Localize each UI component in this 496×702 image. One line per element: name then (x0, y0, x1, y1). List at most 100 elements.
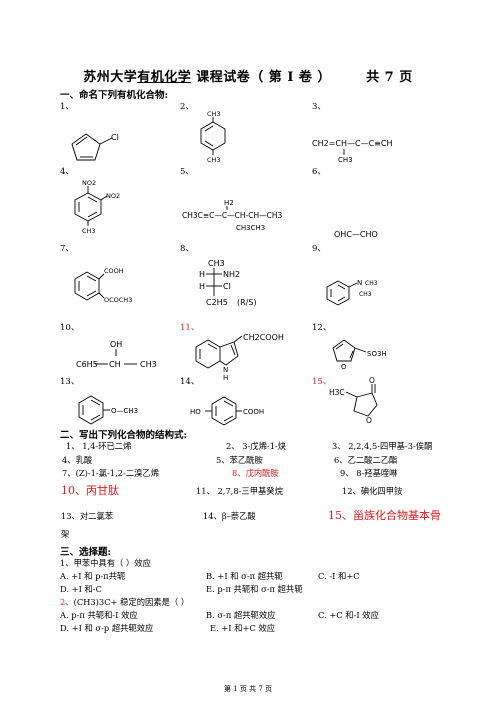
q2-opt-e: E. +I 和+C 效应 (210, 623, 276, 633)
s10-oh: OH (110, 340, 122, 349)
s12-so3h: SO3H (367, 350, 387, 358)
s10-ch: CH (109, 360, 121, 369)
s8-cl: Cl (223, 282, 231, 291)
q11-number: 11、 (180, 323, 200, 333)
q14-number: 14、 (180, 377, 200, 387)
structure-7 (74, 271, 105, 301)
page-title: 苏州大学有机化学 课程试卷（ 第 I 卷 ） 共 7 页 (0, 66, 496, 85)
q5-number: 5、 (180, 167, 194, 177)
structures-layer: Cl CH3 CH3 CH2=CH—C—C≡CH CH3 NO2 NO2 CH3… (71, 110, 392, 426)
s2-ch3-top: CH3 (207, 110, 221, 118)
structure-13 (78, 395, 110, 425)
structure-4 (74, 186, 108, 226)
s15-o1: O (369, 376, 375, 385)
s3-ch3: CH3 (338, 156, 353, 164)
s4-ch3: CH3 (82, 227, 96, 235)
structure-2 (200, 117, 226, 155)
q2-text: 2、(CH3)3C+ 稳定的因素是（ ） (60, 596, 189, 608)
q9-number: 9、 (312, 244, 326, 254)
s15-h3c: H3C (329, 388, 345, 397)
s7-ococh3: OCOCH3 (104, 296, 132, 304)
s2-r2-c3: 6、乙二酸二乙酯 (334, 455, 398, 465)
s6: OHC—CHO (334, 230, 378, 239)
structure-1 (71, 133, 113, 161)
structure-12 (332, 339, 367, 362)
s1-cl: Cl (111, 133, 119, 142)
q1-opt-d: D. +I 和-C (60, 584, 102, 594)
s12-o: O (341, 363, 347, 371)
s4-no2a: NO2 (82, 179, 96, 187)
q4-number: 4、 (60, 167, 74, 177)
section2-heading: 二、写出下列化合物的结构式: (60, 430, 188, 441)
title-pages: 共 7 页 (366, 70, 413, 85)
s8-nh2: NH2 (223, 270, 240, 279)
s2-r1-c2: 2、 3-戊烯-1-炔 (226, 441, 287, 451)
s2-r5-c1: 13、对二氯苯 (61, 511, 114, 521)
s10-ch3: CH3 (140, 360, 157, 369)
s8-rs: (R/S) (237, 298, 257, 307)
s5-main: CH3C≡C—C—CH-CH—CH3 (182, 211, 282, 220)
q3-number: 3、 (312, 102, 326, 112)
s2-r2-c1: 4、乳酸 (62, 455, 93, 465)
q2-opt-b: B. σ-π 超共轭效应 (206, 610, 276, 620)
structure-14 (205, 396, 242, 426)
title-school: 苏州大学 (83, 70, 138, 85)
s15-o2: O (366, 416, 372, 425)
q8-number: 8、 (180, 244, 194, 254)
s7-cooh: COOH (104, 267, 124, 275)
q1-opt-e: E. p-π 共轭和 σ-π 超共轭 (206, 584, 303, 594)
s11-h: H (223, 374, 228, 382)
section1-heading: 一、命名下列有机化合物: (60, 90, 169, 101)
q1-opt-b: B. +I 和 σ-π 超共轭 (206, 571, 283, 581)
structure-11 (195, 335, 243, 369)
s9-ch3a: CH3 (365, 280, 378, 287)
q2-body: (CH3)3C+ 稳定的因素是（ ） (73, 597, 190, 607)
q2-opt-c: C. +C 和-I 效应 (318, 610, 379, 620)
s3-main: CH2=CH—C—C≡CH (312, 139, 392, 148)
structure-8 (206, 268, 222, 296)
s9-n: N (357, 279, 362, 287)
s2-r4-c1: 10、丙甘肽 (61, 482, 119, 498)
q6-number: 6、 (312, 167, 326, 177)
s2-r4-c3: 12、碘化四甲铵 (342, 486, 403, 496)
s2-ch3-bot: CH3 (207, 156, 221, 164)
s2-r1-c1: 1、 1,4-环已二烯 (66, 441, 132, 451)
s2-r5-c2: 14、β–萘乙酸 (203, 511, 256, 521)
s14-cooh: COOH (243, 408, 264, 416)
s10-c6h5: C6H5 (76, 360, 98, 369)
s11-n: N (223, 366, 228, 374)
q12-number: 12、 (312, 323, 332, 333)
s13: O—CH3 (111, 407, 138, 415)
s2-r5-cont: 架 (61, 529, 70, 539)
q2-opt-a: A. p-π 共轭和-I 效应 (60, 610, 138, 620)
q2-num: 2、 (60, 597, 74, 607)
s5-sub: CH3CH3 (236, 224, 265, 232)
q7-number: 7、 (60, 244, 74, 254)
s2-r3-c2: 8、戊内酰胺 (232, 468, 279, 478)
q1-text: 1、甲苯中具有（ ）效应 (60, 558, 151, 568)
s2-r1-c3: 3、 2,2,4,5-四甲基-3-俟酮 (332, 441, 433, 451)
s14-ho: HO (190, 408, 201, 416)
s8-h1: H (199, 270, 205, 279)
s11-side: CH2COOH (243, 333, 284, 342)
s4-no2b: NO2 (106, 192, 120, 200)
q10-number: 10、 (60, 323, 80, 333)
structure-15 (345, 384, 378, 417)
page-footer: 第 1 页 共 7 页 (223, 685, 273, 693)
q2-opt-d: D. +I 和 σ-p 超共轭效应 (60, 623, 154, 633)
q1-number: 1、 (60, 102, 74, 112)
s5-h2: H2 (224, 199, 234, 207)
s2-r3-c1: 7、(Z)-1-氯-1,2-二溴乙烯 (62, 468, 159, 478)
s2-r4-c2: 11、 2,7,8-三甲基癸烷 (196, 486, 283, 496)
q13-number: 13、 (60, 377, 80, 387)
s8-ch3: CH3 (208, 259, 225, 268)
q1-opt-a: A. +I 和 p-π共轭 (60, 571, 126, 581)
q1-opt-c: C. -I 和+C (318, 571, 360, 581)
s2-r4-c1-text: 10、丙甘肽 (61, 484, 119, 497)
section3-heading: 三、选择题: (60, 547, 112, 558)
s9-ch3b: CH3 (359, 291, 372, 298)
title-course: 有机化学 (137, 70, 192, 85)
q2-number: 2、 (180, 102, 194, 112)
title-paper: 课程试卷（ 第 I 卷 ） (191, 70, 331, 85)
q15-number: 15、 (312, 377, 332, 387)
